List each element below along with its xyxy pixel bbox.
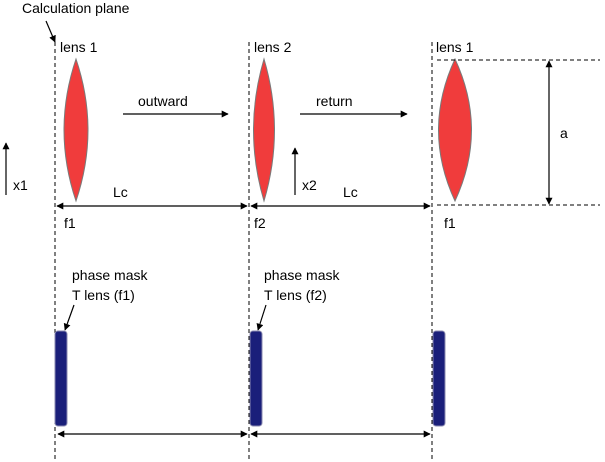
phase-mask-1-label: phase mask <box>72 267 148 283</box>
lens-1-left <box>63 57 89 203</box>
f2-label: f2 <box>254 215 266 231</box>
return-label: return <box>316 93 353 109</box>
lens-2 <box>253 57 275 203</box>
f1-right-label: f1 <box>444 215 456 231</box>
phase-mask-plate-1 <box>54 330 68 427</box>
f1-left-label: f1 <box>64 215 76 231</box>
x1-label: x1 <box>13 177 28 193</box>
lc-label-right: Lc <box>343 184 358 200</box>
aperture-label: a <box>560 125 568 141</box>
x2-label: x2 <box>302 177 317 193</box>
lc-label-left: Lc <box>113 184 128 200</box>
phase-mask-1-pointer <box>63 304 75 331</box>
lens-1-right-label: lens 1 <box>436 39 474 55</box>
lens-1-right <box>438 57 472 203</box>
lens-2-label: lens 2 <box>254 39 292 55</box>
calculation-plane-label: Calculation plane <box>22 0 130 16</box>
phase-mask-2-pointer <box>256 304 267 331</box>
phase-mask-plate-2 <box>249 330 263 427</box>
calculation-plane-pointer <box>45 20 56 43</box>
phase-mask-plate-3 <box>432 330 446 427</box>
phase-mask-2-sublabel: T lens (f2) <box>264 287 327 303</box>
lens-1-left-label: lens 1 <box>60 39 98 55</box>
phase-mask-1-sublabel: T lens (f1) <box>72 287 135 303</box>
phase-mask-2-label: phase mask <box>264 267 340 283</box>
outward-label: outward <box>138 93 188 109</box>
